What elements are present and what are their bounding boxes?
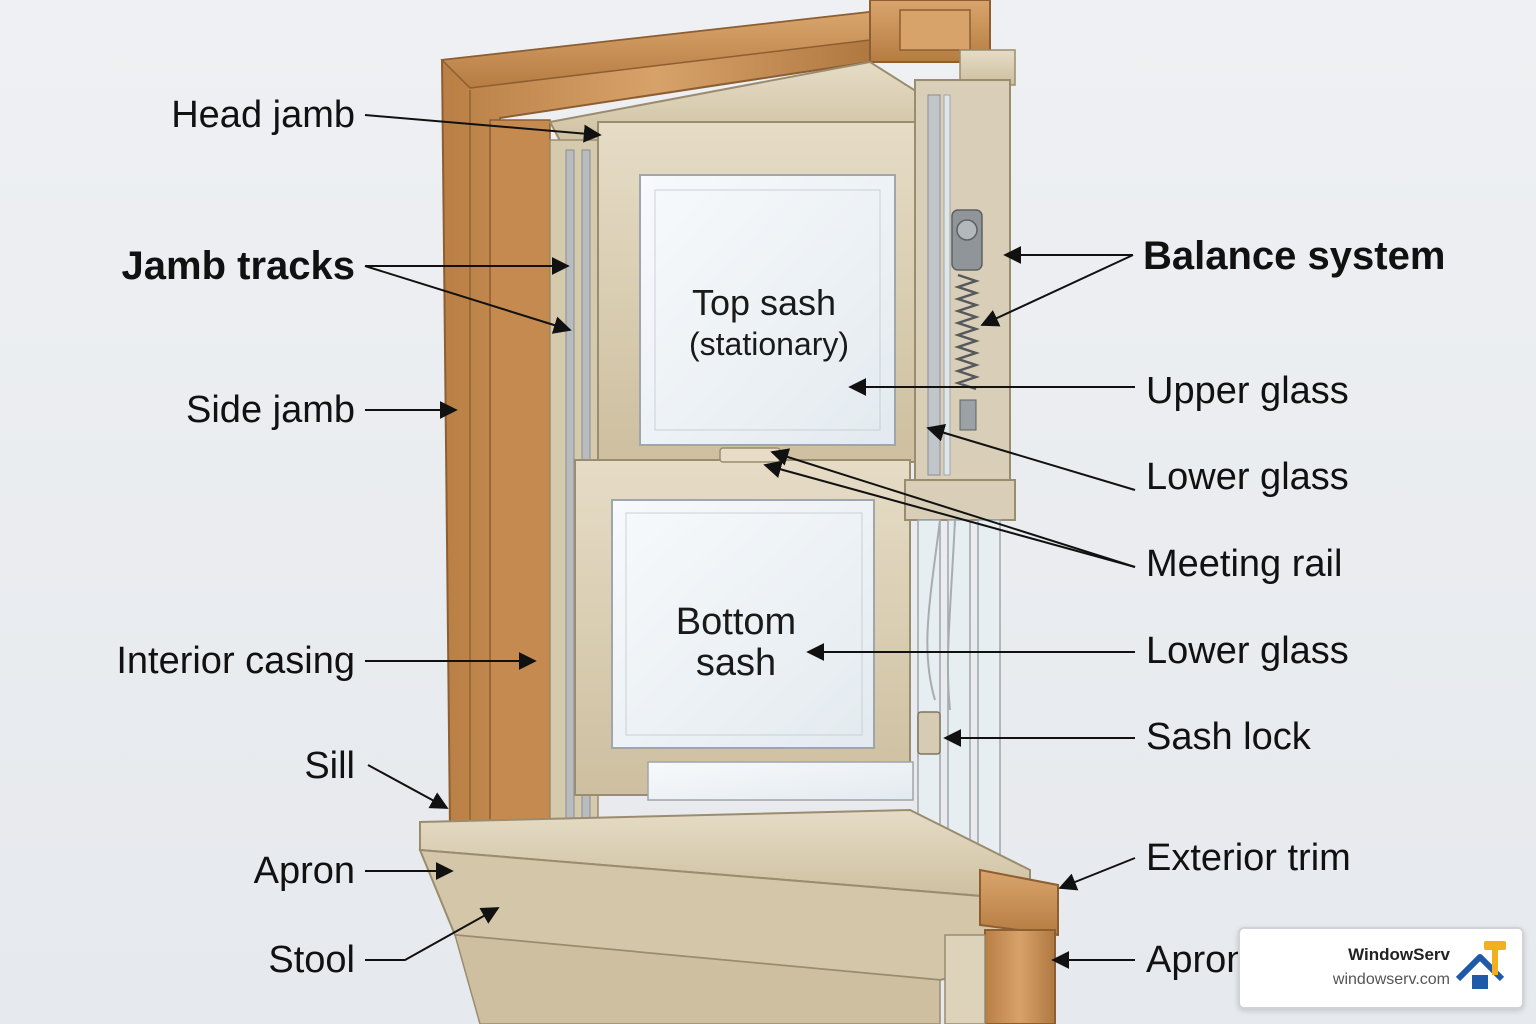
windowserv-badge[interactable]: WindowServ windowserv.com xyxy=(1238,927,1524,1009)
label-apron-right: Apron xyxy=(1146,939,1248,981)
balance-system-shape xyxy=(914,79,1011,491)
top-sash-shape xyxy=(597,121,919,463)
label-apron-left: Apron xyxy=(253,850,355,892)
house-hammer-icon xyxy=(1455,941,1506,989)
label-balance-system: Balance system xyxy=(1143,234,1446,278)
exterior-trim-shape xyxy=(944,868,1059,1024)
interior-casing-shape xyxy=(440,10,871,833)
label-upper-glass: Upper glass xyxy=(1146,370,1349,412)
sill-stool-shape xyxy=(418,808,1031,1024)
top-sash-subtitle: (stationary) xyxy=(688,326,850,362)
label-lower-glass-upper: Lower glass xyxy=(1146,456,1349,498)
label-sill: Sill xyxy=(304,745,355,787)
head-cross-section-shape xyxy=(869,0,1016,86)
leader-lines xyxy=(364,114,1136,969)
bottom-sash-line1: Bottom xyxy=(675,601,797,643)
label-exterior-trim: Exterior trim xyxy=(1146,837,1351,879)
label-head-jamb: Head jamb xyxy=(171,94,355,136)
label-meeting-rail: Meeting rail xyxy=(1146,543,1343,585)
label-stool: Stool xyxy=(268,939,355,981)
bottom-sash-line2: sash xyxy=(695,642,777,684)
label-sash-lock: Sash lock xyxy=(1146,716,1311,758)
bottom-sash-shape xyxy=(574,459,914,801)
label-side-jamb: Side jamb xyxy=(186,389,355,431)
top-sash-title: Top sash xyxy=(691,282,837,323)
lower-glass-panes-shape xyxy=(904,479,1016,866)
badge-url: windowserv.com xyxy=(1332,971,1450,988)
badge-name: WindowServ xyxy=(1348,945,1450,964)
label-lower-glass-lower: Lower glass xyxy=(1146,630,1349,672)
meeting-rail-latch-shape xyxy=(719,447,781,463)
label-jamb-tracks: Jamb tracks xyxy=(121,244,355,288)
label-interior-casing: Interior casing xyxy=(116,640,355,682)
